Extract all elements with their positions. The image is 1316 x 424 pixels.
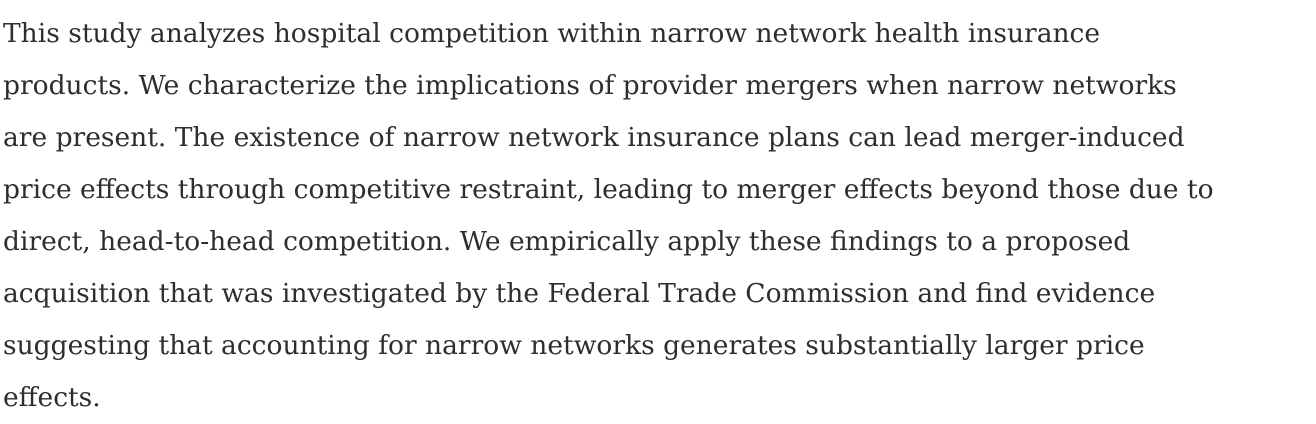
abstract-line: acquisition that was investigated by the… bbox=[3, 278, 1156, 309]
abstract-paragraph: This study analyzes hospital competition… bbox=[3, 8, 1214, 424]
abstract-line: are present. The existence of narrow net… bbox=[3, 122, 1185, 153]
abstract-line: products. We characterize the implicatio… bbox=[3, 70, 1177, 101]
abstract-line: This study analyzes hospital competition… bbox=[3, 18, 1101, 49]
abstract-line: suggesting that accounting for narrow ne… bbox=[3, 330, 1145, 361]
abstract-line: direct, head-to-head competition. We emp… bbox=[3, 226, 1131, 257]
abstract-line: effects. bbox=[3, 382, 101, 413]
abstract-line: price effects through competitive restra… bbox=[3, 174, 1214, 205]
